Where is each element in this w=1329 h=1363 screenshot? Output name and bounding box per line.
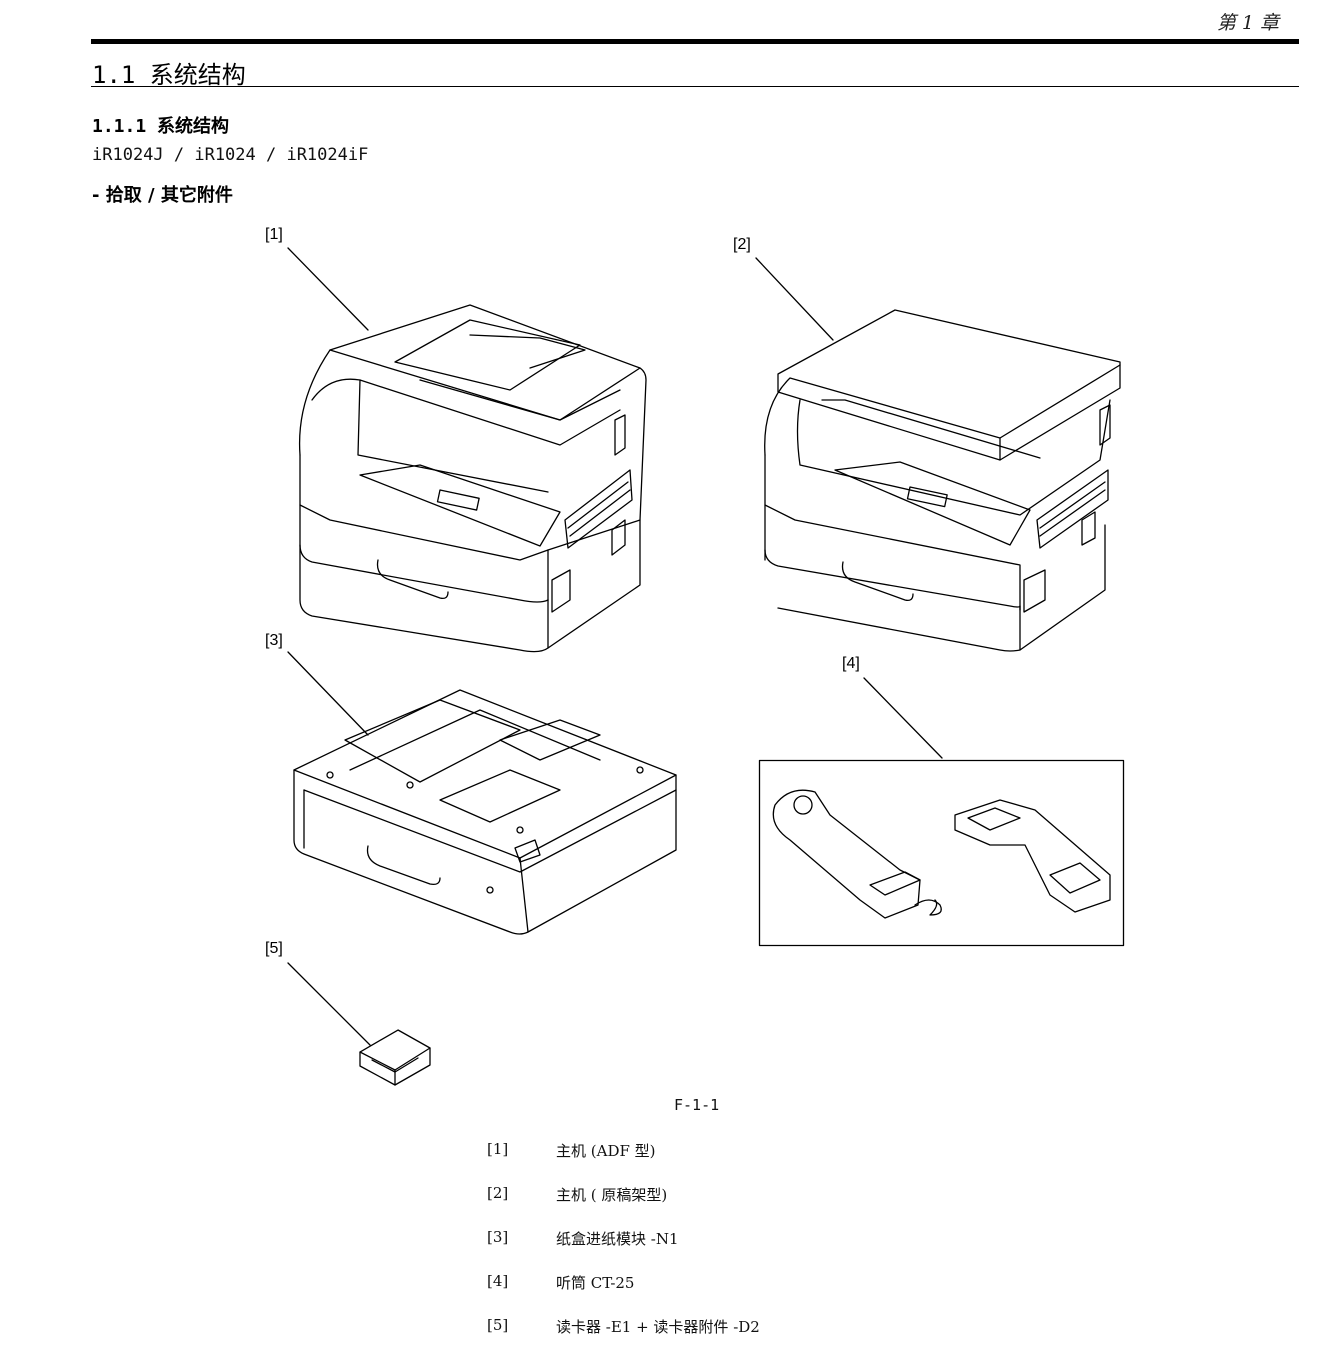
- figure-caption: F-1-1: [674, 1096, 720, 1114]
- subsection-title: 1.1.1 系统结构: [92, 116, 230, 137]
- option-category: - 拾取 / 其它附件: [92, 185, 233, 206]
- section-rule: [91, 86, 1299, 87]
- legend-number: [4]: [487, 1272, 509, 1290]
- main-unit-adf-drawing: [288, 248, 646, 652]
- callout-4: [4]: [842, 655, 860, 672]
- callout-1: [1]: [265, 226, 283, 243]
- model-list: iR1024J / iR1024 / iR1024iF: [92, 145, 369, 165]
- legend-number: [1]: [487, 1140, 509, 1158]
- legend-label: 主机 (ADF 型): [556, 1142, 656, 1160]
- chapter-label: 第 1 章: [1216, 12, 1279, 34]
- card-reader-drawing: [288, 963, 430, 1085]
- section-title: 1.1 系统结构: [92, 61, 246, 89]
- handset-drawing: [760, 678, 1124, 946]
- callout-5: [5]: [265, 940, 283, 957]
- main-unit-platen-drawing: [756, 258, 1120, 651]
- legend-label: 主机 ( 原稿架型): [556, 1186, 668, 1204]
- legend-number: [5]: [487, 1316, 509, 1334]
- legend-number: [2]: [487, 1184, 509, 1202]
- header-rule-thick: [91, 39, 1299, 44]
- cassette-module-drawing: [288, 652, 676, 934]
- legend-label: 听筒 CT-25: [556, 1274, 635, 1292]
- callout-3: [3]: [265, 632, 283, 649]
- legend-label: 读卡器 -E1 + 读卡器附件 -D2: [556, 1318, 760, 1336]
- legend-number: [3]: [487, 1228, 509, 1246]
- legend-label: 纸盒进纸模块 -N1: [556, 1230, 679, 1248]
- callout-2: [2]: [733, 236, 751, 253]
